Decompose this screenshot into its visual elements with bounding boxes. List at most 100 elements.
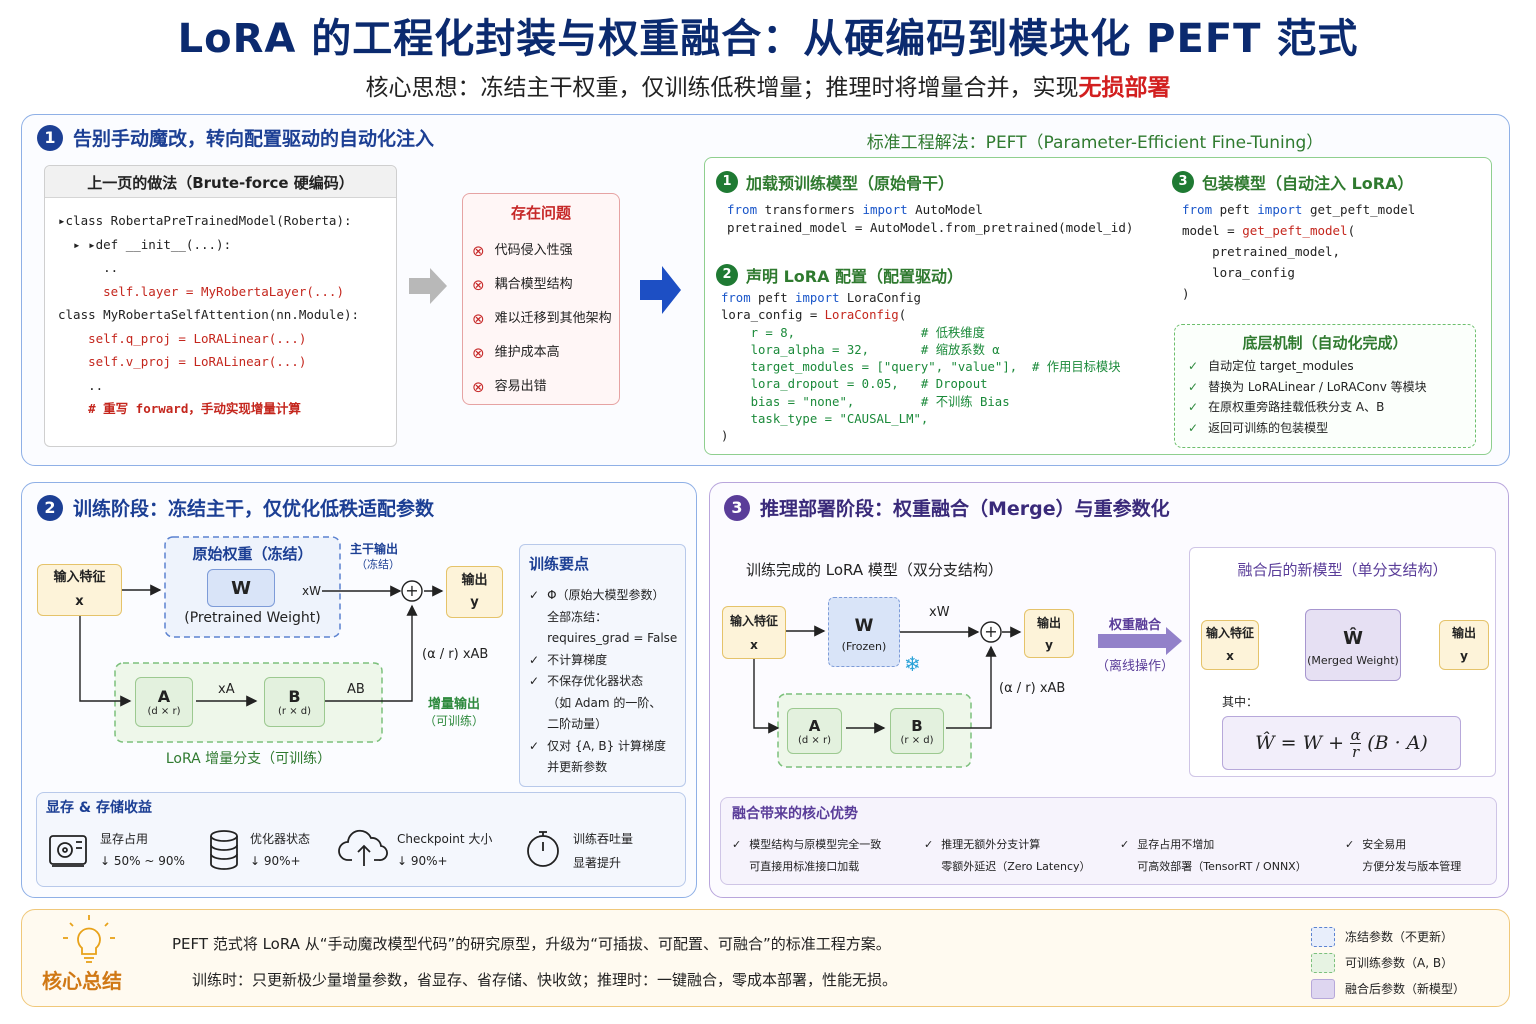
training-key-item: ✓Φ（原始大模型参数）全部冻结：requires_grad = False <box>529 585 677 650</box>
cross-circle-icon: ⊗ <box>472 276 485 294</box>
problem-item: ⊗维护成本高 <box>472 336 612 370</box>
code-line: r = 8, # 低秩维度 <box>721 325 985 340</box>
advantages-list: ✓模型结构与原模型完全一致可直接用标准接口加载 ✓推理无额外分支计算零额外延迟（… <box>732 834 1495 878</box>
old-approach-box <box>44 165 397 447</box>
training-key-item: ✓不计算梯度 <box>529 650 677 672</box>
advantage-item: ✓显存占用不增加可高效部署（TensorRT / ONNX） <box>1120 834 1345 878</box>
old-code-line: class MyRobertaSelfAttention(nn.Module): <box>58 307 360 322</box>
check-icon: ✓ <box>1345 838 1355 851</box>
code-line: bias = "none", # 不训练 Bias <box>721 394 1010 409</box>
summary-panel <box>21 909 1510 1007</box>
legend-swatch <box>1311 953 1335 973</box>
gain-name: Checkpoint 大小 <box>397 832 493 846</box>
section-3-number: 3 <box>724 494 750 521</box>
page-subtitle: 核心思想：冻结主干权重，仅训练低秩增量；推理时将增量合并，实现无损部署 <box>0 68 1536 102</box>
mechanism-item: ✓在原权重旁路挂载低秩分支 A、B <box>1188 397 1427 418</box>
section-2-heading: 2 训练阶段：冻结主干，仅优化低秩适配参数 <box>37 494 434 521</box>
cross-circle-icon: ⊗ <box>472 378 485 396</box>
memory-gain-box <box>36 792 686 887</box>
problems-title: 存在问题 <box>510 204 571 222</box>
problem-item: ⊗耦合模型结构 <box>472 268 612 302</box>
mechanism-item: ✓返回可训练的包装模型 <box>1188 418 1427 439</box>
training-keys-list: ✓Φ（原始大模型参数）全部冻结：requires_grad = False ✓不… <box>529 585 677 779</box>
old-approach-header <box>45 166 396 198</box>
merged-model-title: 融合后的新模型（单分支结构） <box>1237 561 1448 579</box>
check-icon: ✓ <box>529 588 540 602</box>
legend-item-merged: 融合后参数（新模型） <box>1311 976 1465 1002</box>
check-icon: ✓ <box>732 838 742 851</box>
old-code-line: self.layer = MyRobertaLayer(...) <box>58 283 344 299</box>
cross-circle-icon: ⊗ <box>472 310 485 328</box>
train-w-box: W <box>207 569 275 607</box>
snowflake-icon: ❄ <box>904 652 921 676</box>
step-3-heading: 3 包装模型（自动注入 LoRA） <box>1172 170 1413 194</box>
summary-title: 核心总结 <box>42 969 122 993</box>
legend-swatch <box>1311 927 1335 947</box>
section-3-title: 推理部署阶段：权重融合（Merge）与重参数化 <box>760 498 1170 520</box>
section-1-heading: 1 告别手动魔改，转向配置驱动的自动化注入 <box>37 124 434 151</box>
old-code-line: self.q_proj = LoRALinear(...) <box>58 330 307 346</box>
old-code-line: .. <box>58 377 104 393</box>
problems-box <box>462 193 620 405</box>
legend-item-frozen: 冻结参数（不更新） <box>1311 924 1465 950</box>
mechanism-title: 底层机制（自动化完成） <box>1242 334 1408 352</box>
old-code-line: # 重写 forward，手动实现增量计算 <box>58 401 301 416</box>
gain-name: 显存占用 <box>100 832 149 846</box>
old-code-line: ▸class RobertaPreTrainedModel(Roberta): <box>58 213 352 228</box>
cross-circle-icon: ⊗ <box>472 242 485 260</box>
code-line: from transformers import AutoModel <box>727 202 983 217</box>
old-code-line: .. <box>58 260 119 275</box>
code-line: lora_dropout = 0.05, # Dropout <box>721 377 988 392</box>
main-output-label: 主干输出 <box>350 542 399 556</box>
lora-branch-label: LoRA 增量分支（可训练） <box>165 751 332 767</box>
increment-output-label: 增量输出 <box>428 697 481 712</box>
infer-a-box: A(d × r) <box>787 708 842 754</box>
step-2-number: 2 <box>716 264 738 286</box>
code-line: pretrained_model = AutoModel.from_pretra… <box>727 220 1134 235</box>
code-line: task_type = "CAUSAL_LM", <box>721 412 929 427</box>
scale-label: (α / r) xAB <box>422 647 489 662</box>
problem-item: ⊗难以迁移到其他架构 <box>472 302 612 336</box>
infer-scale-label: (α / r) xAB <box>999 681 1066 696</box>
advantage-item: ✓推理无额外分支计算零额外延迟（Zero Latency） <box>924 834 1120 878</box>
merge-label: 权重融合 <box>1108 618 1161 633</box>
legend: 冻结参数（不更新） 可训练参数（A, B） 融合后参数（新模型） <box>1311 924 1465 1002</box>
training-keys-box <box>519 544 686 787</box>
mechanism-list: ✓自动定位 target_modules ✓替换为 LoRALinear / L… <box>1188 356 1427 438</box>
step-3-title: 包装模型（自动注入 LoRA） <box>1202 174 1414 193</box>
training-key-item: ✓不保存优化器状态（如 Adam 的一阶、二阶动量） <box>529 671 677 736</box>
legend-swatch <box>1311 979 1335 999</box>
standard-solution-title: 标准工程解法：PEFT（Parameter-Efficient Fine-Tun… <box>866 133 1324 153</box>
mechanism-item: ✓替换为 LoRALinear / LoRAConv 等模块 <box>1188 377 1427 398</box>
xa-label: xA <box>218 682 235 697</box>
old-code-block: ▸class RobertaPreTrainedModel(Roberta): … <box>58 209 359 421</box>
subtitle-highlight: 无损部署 <box>1078 75 1171 101</box>
code-line: model = get_peft_model( <box>1182 223 1356 238</box>
old-code-line: self.v_proj = LoRALinear(...) <box>58 354 307 369</box>
summary-line-1: PEFT 范式将 LoRA 从“手动魔改模型代码”的研究原型，升级为“可插拔、可… <box>172 935 891 953</box>
mechanism-box <box>1174 324 1476 448</box>
problem-item: ⊗容易出错 <box>472 370 612 404</box>
advantages-box <box>720 797 1497 885</box>
gain-value: ↓ 90%+ <box>397 854 448 868</box>
code-line: lora_alpha = 32, # 缩放系数 α <box>721 342 1000 357</box>
increment-output-sub: （可训练） <box>424 714 485 728</box>
legend-item-trainable: 可训练参数（A, B） <box>1311 950 1465 976</box>
step-2-heading: 2 声明 LoRA 配置（配置驱动） <box>716 263 963 287</box>
train-a-box: A(d × r) <box>135 677 193 727</box>
svg-text:+: + <box>984 622 997 641</box>
check-icon: ✓ <box>924 838 934 851</box>
check-icon: ✓ <box>1120 838 1130 851</box>
training-key-item: ✓仅对 {A, B} 计算梯度并更新参数 <box>529 736 677 779</box>
code-line: ) <box>1182 286 1190 301</box>
